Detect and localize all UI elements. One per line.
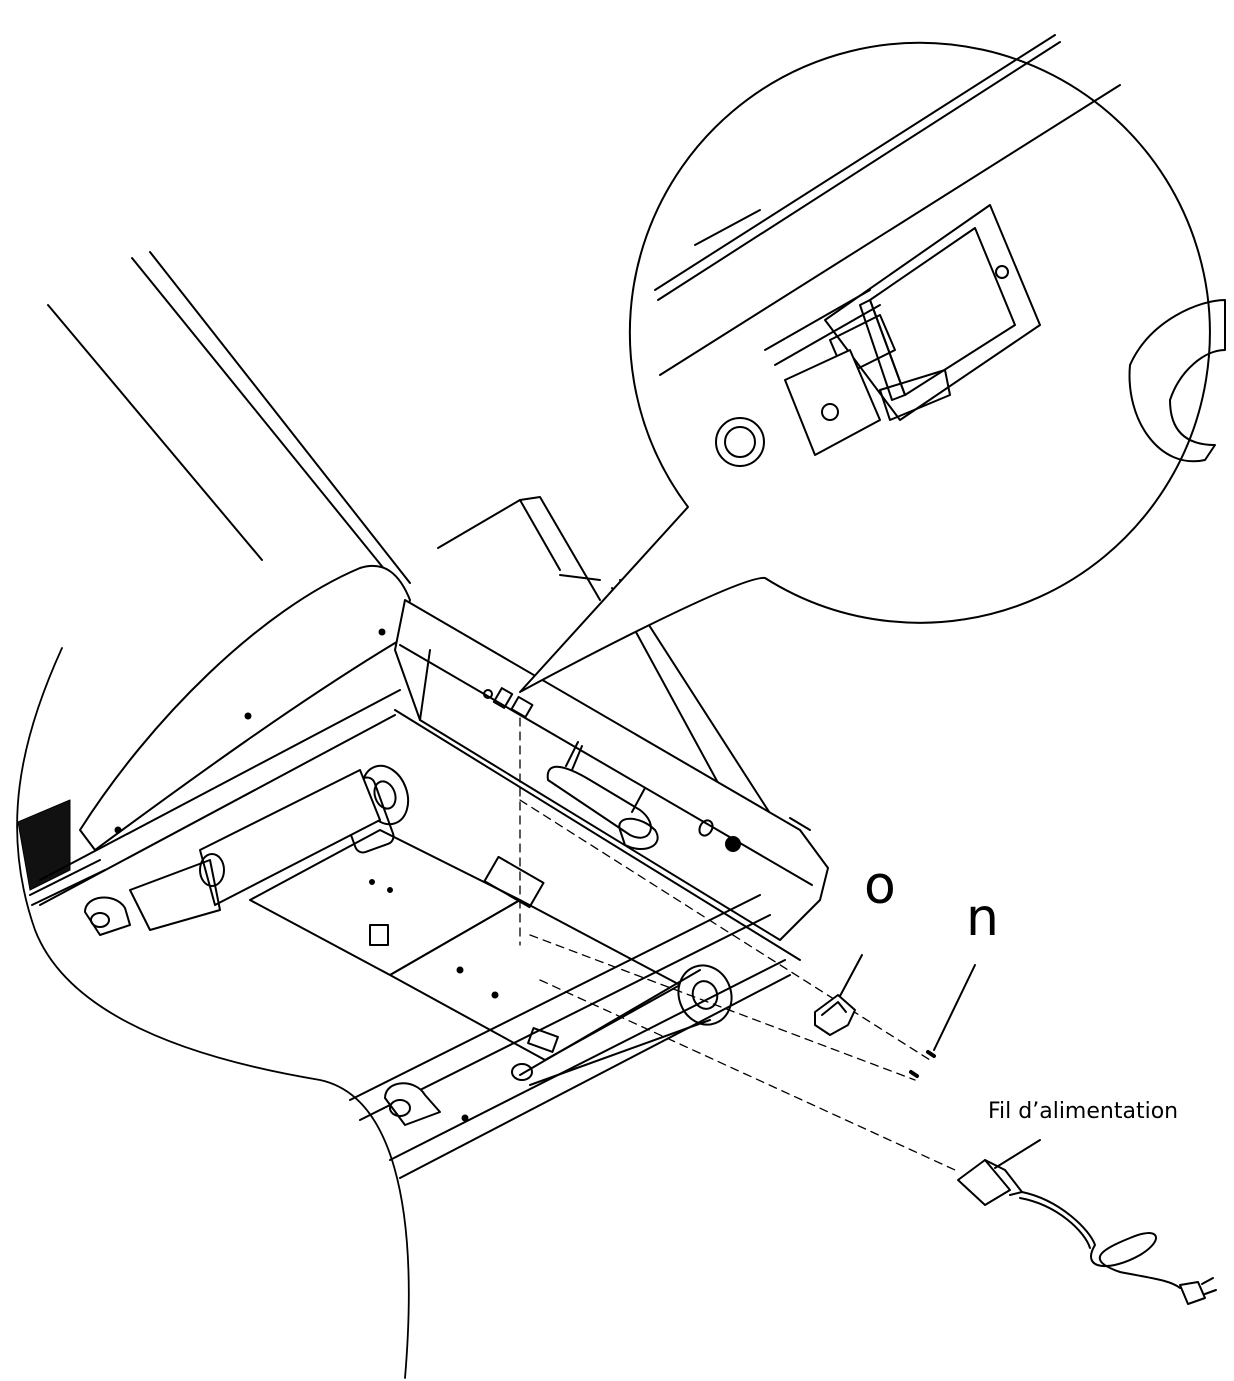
screw-2 (909, 1070, 919, 1078)
treadmill-view (16, 251, 829, 1379)
socket (784, 349, 881, 456)
front-housing (394, 599, 829, 941)
magnified-callout (519, 34, 1226, 693)
motor-cover (79, 564, 411, 851)
parts (519, 717, 1217, 1305)
screw-1 (926, 1050, 936, 1058)
label-part-n: n (966, 888, 999, 948)
label-power-cord: Fil d’alimentation (988, 1099, 1178, 1124)
power-cord (957, 1139, 1217, 1305)
main-view-outline (16, 647, 410, 1379)
bracket-part-o (814, 994, 856, 1036)
label-part-o: o (864, 856, 896, 916)
